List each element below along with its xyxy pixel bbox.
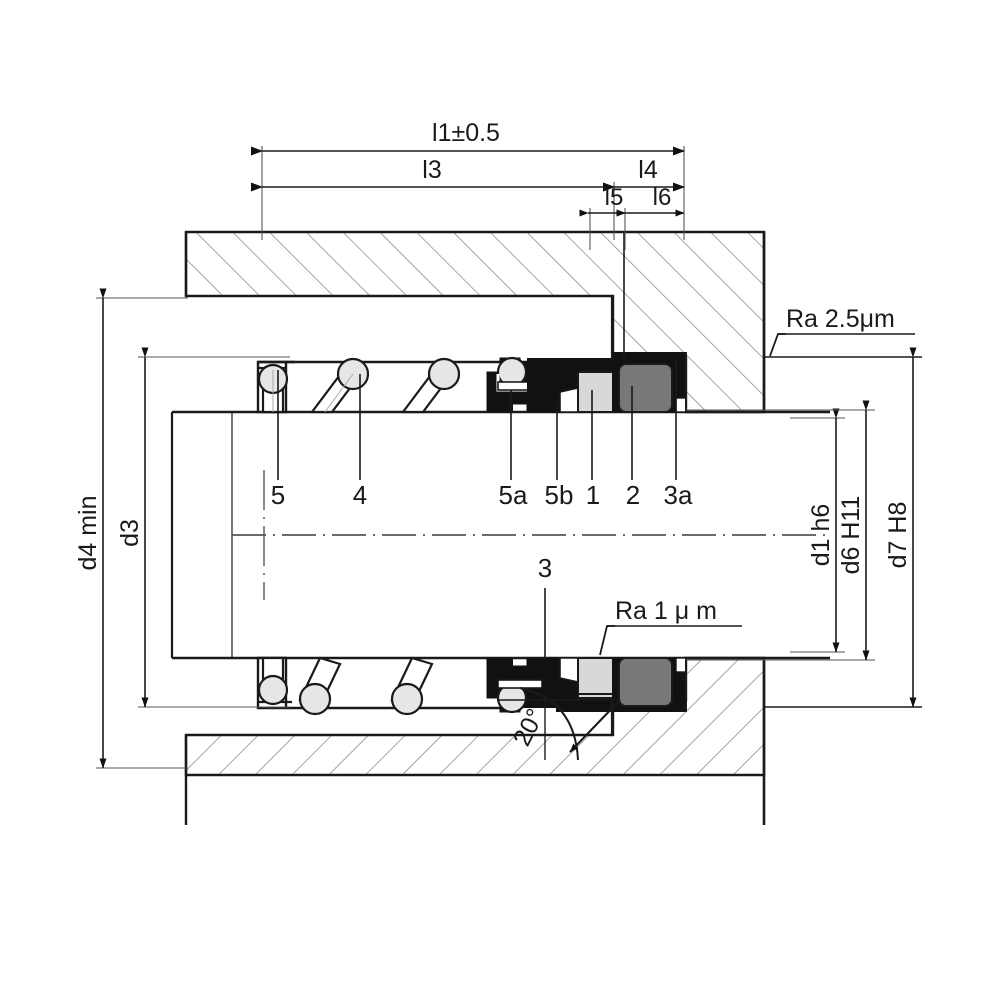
dimension-l6: l6 (616, 184, 685, 217)
dimension-d6: d6 H11 (686, 400, 875, 661)
dimension-label-d3: d3 (116, 519, 144, 547)
springs-upper (257, 357, 461, 414)
surface-finish-label-upper: Ra 2.5μm (786, 305, 895, 333)
seal-assembly-lower (486, 657, 687, 735)
callout-2: 2 (626, 480, 640, 510)
callout-1: 1 (586, 480, 600, 510)
dimension-label-d6: d6 H11 (837, 496, 865, 575)
surface-finish-upper: Ra 2.5μm (769, 305, 915, 357)
dimension-label-l1: l1±0.5 (432, 119, 500, 147)
dimension-label-l3: l3 (422, 156, 441, 184)
dimension-label-l5: l5 (605, 184, 624, 211)
dimension-l3: l3 (251, 156, 615, 192)
callout-5a: 5a (499, 480, 528, 510)
callout-5b: 5b (545, 480, 574, 510)
surface-finish-lower: Ra 1 μ m (599, 597, 742, 656)
dimension-l4: l4 (603, 156, 685, 192)
dimension-d1: d1 h6 (790, 408, 845, 653)
centerline (232, 470, 830, 600)
dimension-label-l6: l6 (653, 184, 672, 211)
dimension-l1: l1±0.5 (251, 119, 685, 156)
dimension-label-d1: d1 h6 (807, 504, 835, 567)
surface-finish-label-lower: Ra 1 μ m (615, 597, 717, 625)
dimension-l5: l5 (579, 184, 626, 217)
dimension-label-d4: d4 min (74, 495, 102, 570)
part-callout-labels: 5 4 5a 5b 1 2 3a 3 (271, 480, 693, 583)
callout-4: 4 (353, 480, 367, 510)
part-callout-leaders (277, 358, 677, 660)
springs-lower (257, 656, 434, 716)
callout-5: 5 (271, 480, 285, 510)
dimension-d7: d7 H8 (764, 347, 922, 708)
seal-assembly-upper (486, 232, 687, 413)
dimension-d4: d4 min (74, 288, 188, 769)
dimension-label-d7: d7 H8 (884, 502, 912, 569)
chamfer-angle-annotation (497, 687, 621, 761)
callout-3a: 3a (664, 480, 693, 510)
dimension-label-l4: l4 (638, 156, 658, 184)
callout-3: 3 (538, 553, 552, 583)
dimension-d3: d3 (116, 347, 290, 708)
